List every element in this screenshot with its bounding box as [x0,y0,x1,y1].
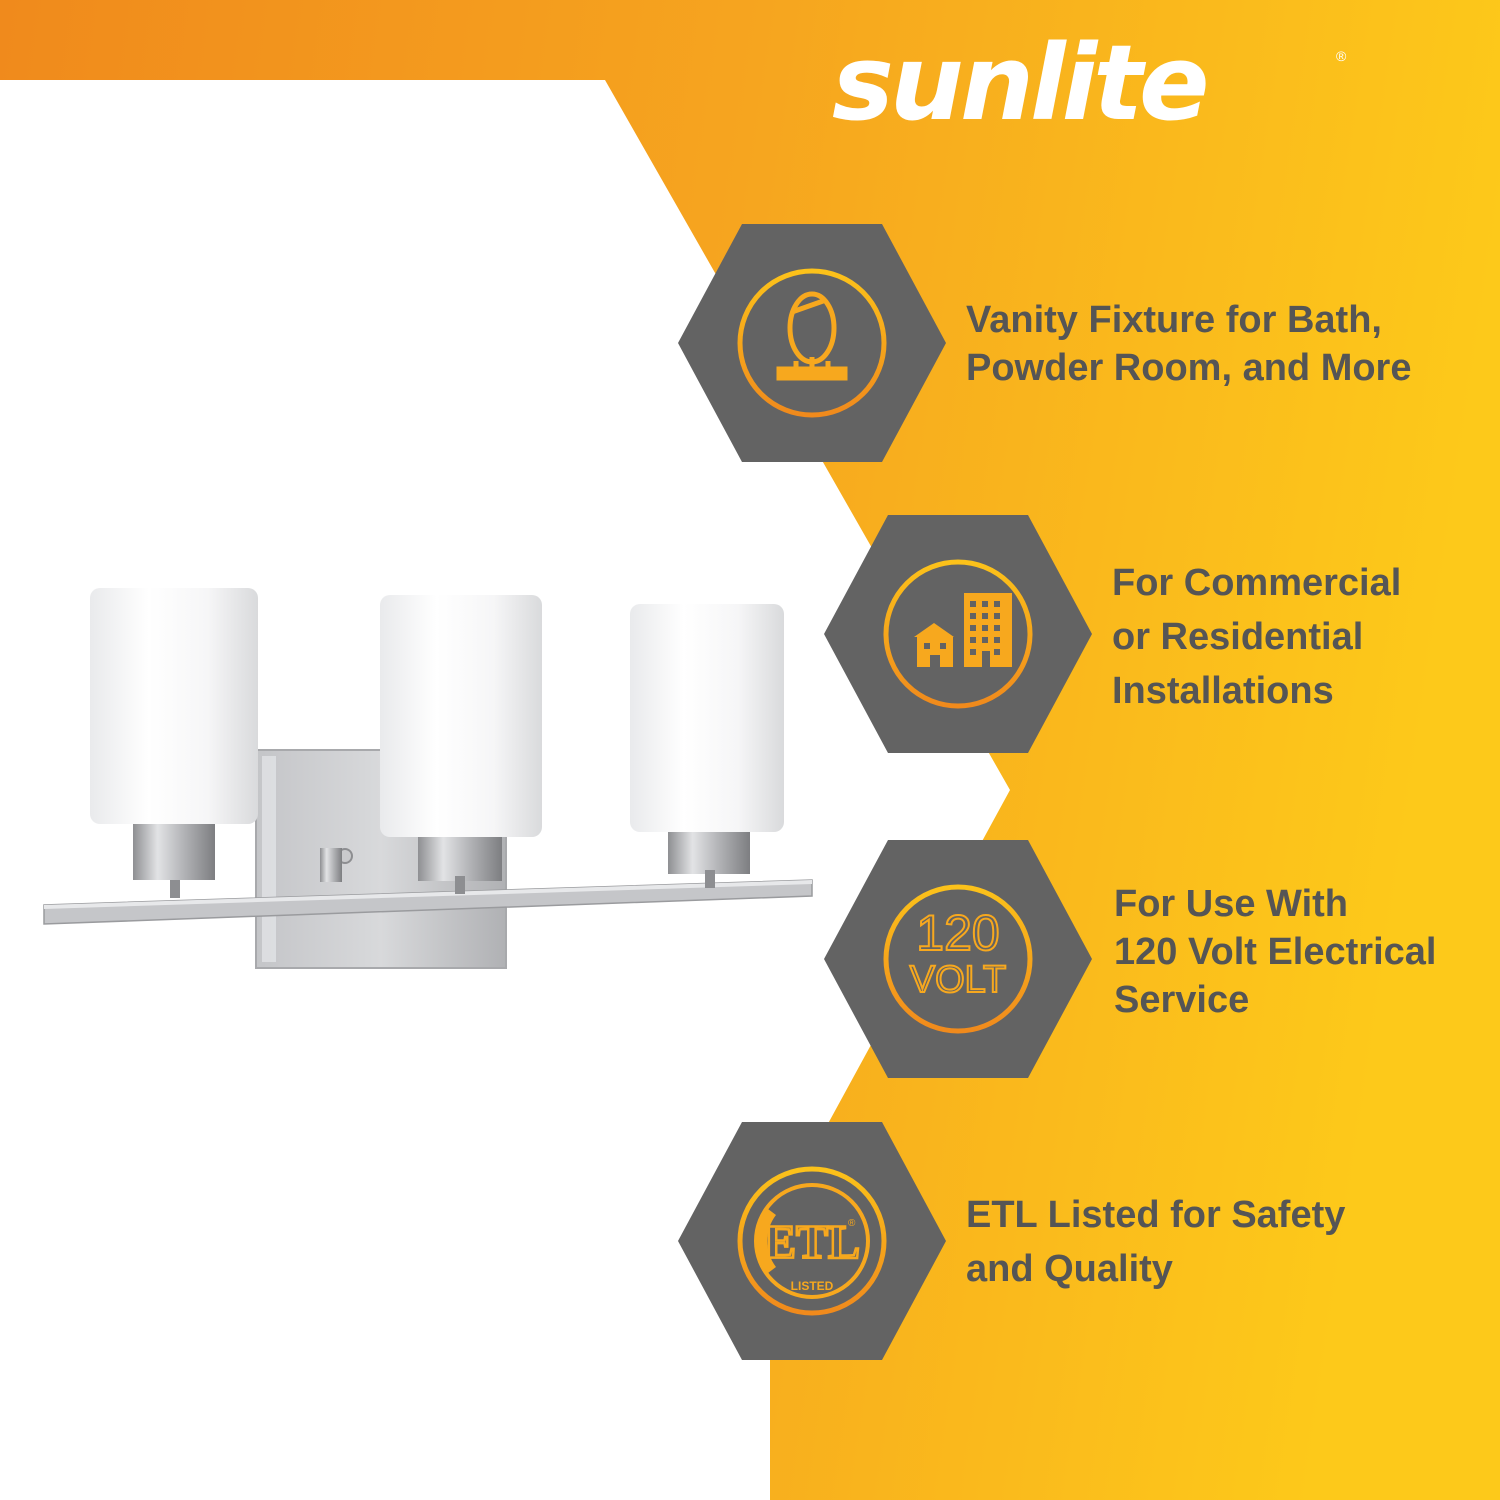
hexagon-badge: ETL LISTED ® [678,1122,946,1360]
buildings-icon [914,593,1012,667]
feature-line: Installations [1112,670,1334,712]
etl-listed-text: LISTED [791,1279,834,1293]
brand-logo: sunlite ® [822,28,1382,146]
feature-line: For Commercial [1112,562,1402,604]
feature-line: For Use With [1114,883,1348,925]
volt-unit: VOLT [910,959,1006,1001]
feature-line: or Residential [1112,616,1364,658]
volt-number: 120 [916,905,999,961]
120-volt-icon: 120 VOLT [909,904,1007,1002]
vanity-mirror-icon [776,291,848,381]
feature-line: Vanity Fixture for Bath, [966,299,1382,341]
feature-label: Vanity Fixture for Bath, Powder Room, an… [966,296,1411,392]
feature-label: For Use With 120 Volt Electrical Service [1114,880,1436,1024]
feature-line: Service [1114,979,1250,1021]
feature-label: ETL Listed for Safety and Quality [966,1188,1345,1296]
brand-name: sunlite [832,22,1210,144]
etl-letters: ETL [764,1216,860,1269]
hexagon-badge: 120 VOLT [824,840,1092,1078]
etl-registered-mark: ® [848,1218,856,1229]
hexagon-badge [678,224,946,462]
feature-line: 120 Volt Electrical [1114,931,1437,973]
etl-listed-icon: ETL LISTED ® [754,1183,870,1299]
registered-mark: ® [1336,48,1347,64]
feature-line: Powder Room, and More [966,347,1412,389]
hexagon-badge [824,515,1092,753]
feature-line: and Quality [966,1248,1173,1290]
feature-line: ETL Listed for Safety [966,1194,1346,1236]
feature-label: For Commercial or Residential Installati… [1112,556,1401,718]
